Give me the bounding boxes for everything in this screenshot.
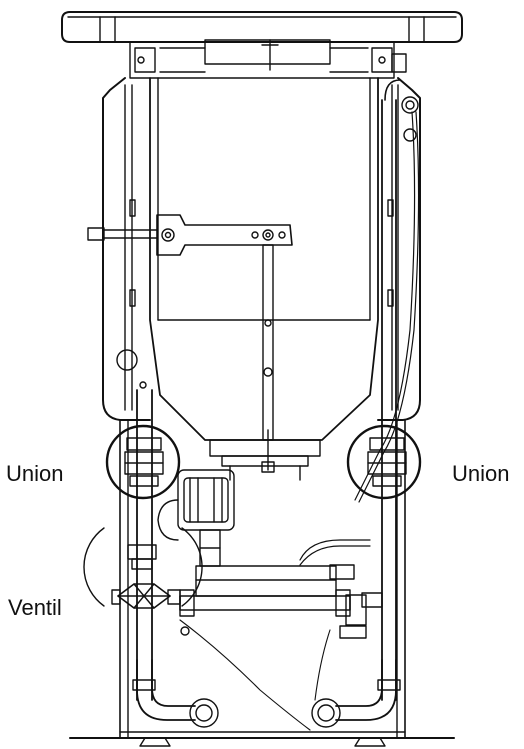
circulation-pump bbox=[157, 469, 235, 567]
right-union bbox=[346, 424, 422, 500]
bottom-bends bbox=[132, 619, 401, 731]
heating-pipe bbox=[179, 539, 383, 639]
center-bracket bbox=[156, 214, 293, 471]
sensor-rod bbox=[87, 227, 158, 241]
valve-label: Ventil bbox=[8, 595, 62, 620]
right-pipe bbox=[354, 53, 420, 701]
union-right-label: Union bbox=[452, 461, 510, 486]
union-left-label: Union bbox=[6, 461, 64, 486]
top-frame bbox=[129, 39, 395, 79]
tank-body bbox=[102, 77, 421, 441]
left-union bbox=[105, 424, 181, 500]
heater-flange bbox=[209, 439, 321, 481]
top-cover bbox=[61, 11, 463, 43]
base-frame bbox=[69, 419, 455, 747]
valve bbox=[83, 527, 203, 636]
